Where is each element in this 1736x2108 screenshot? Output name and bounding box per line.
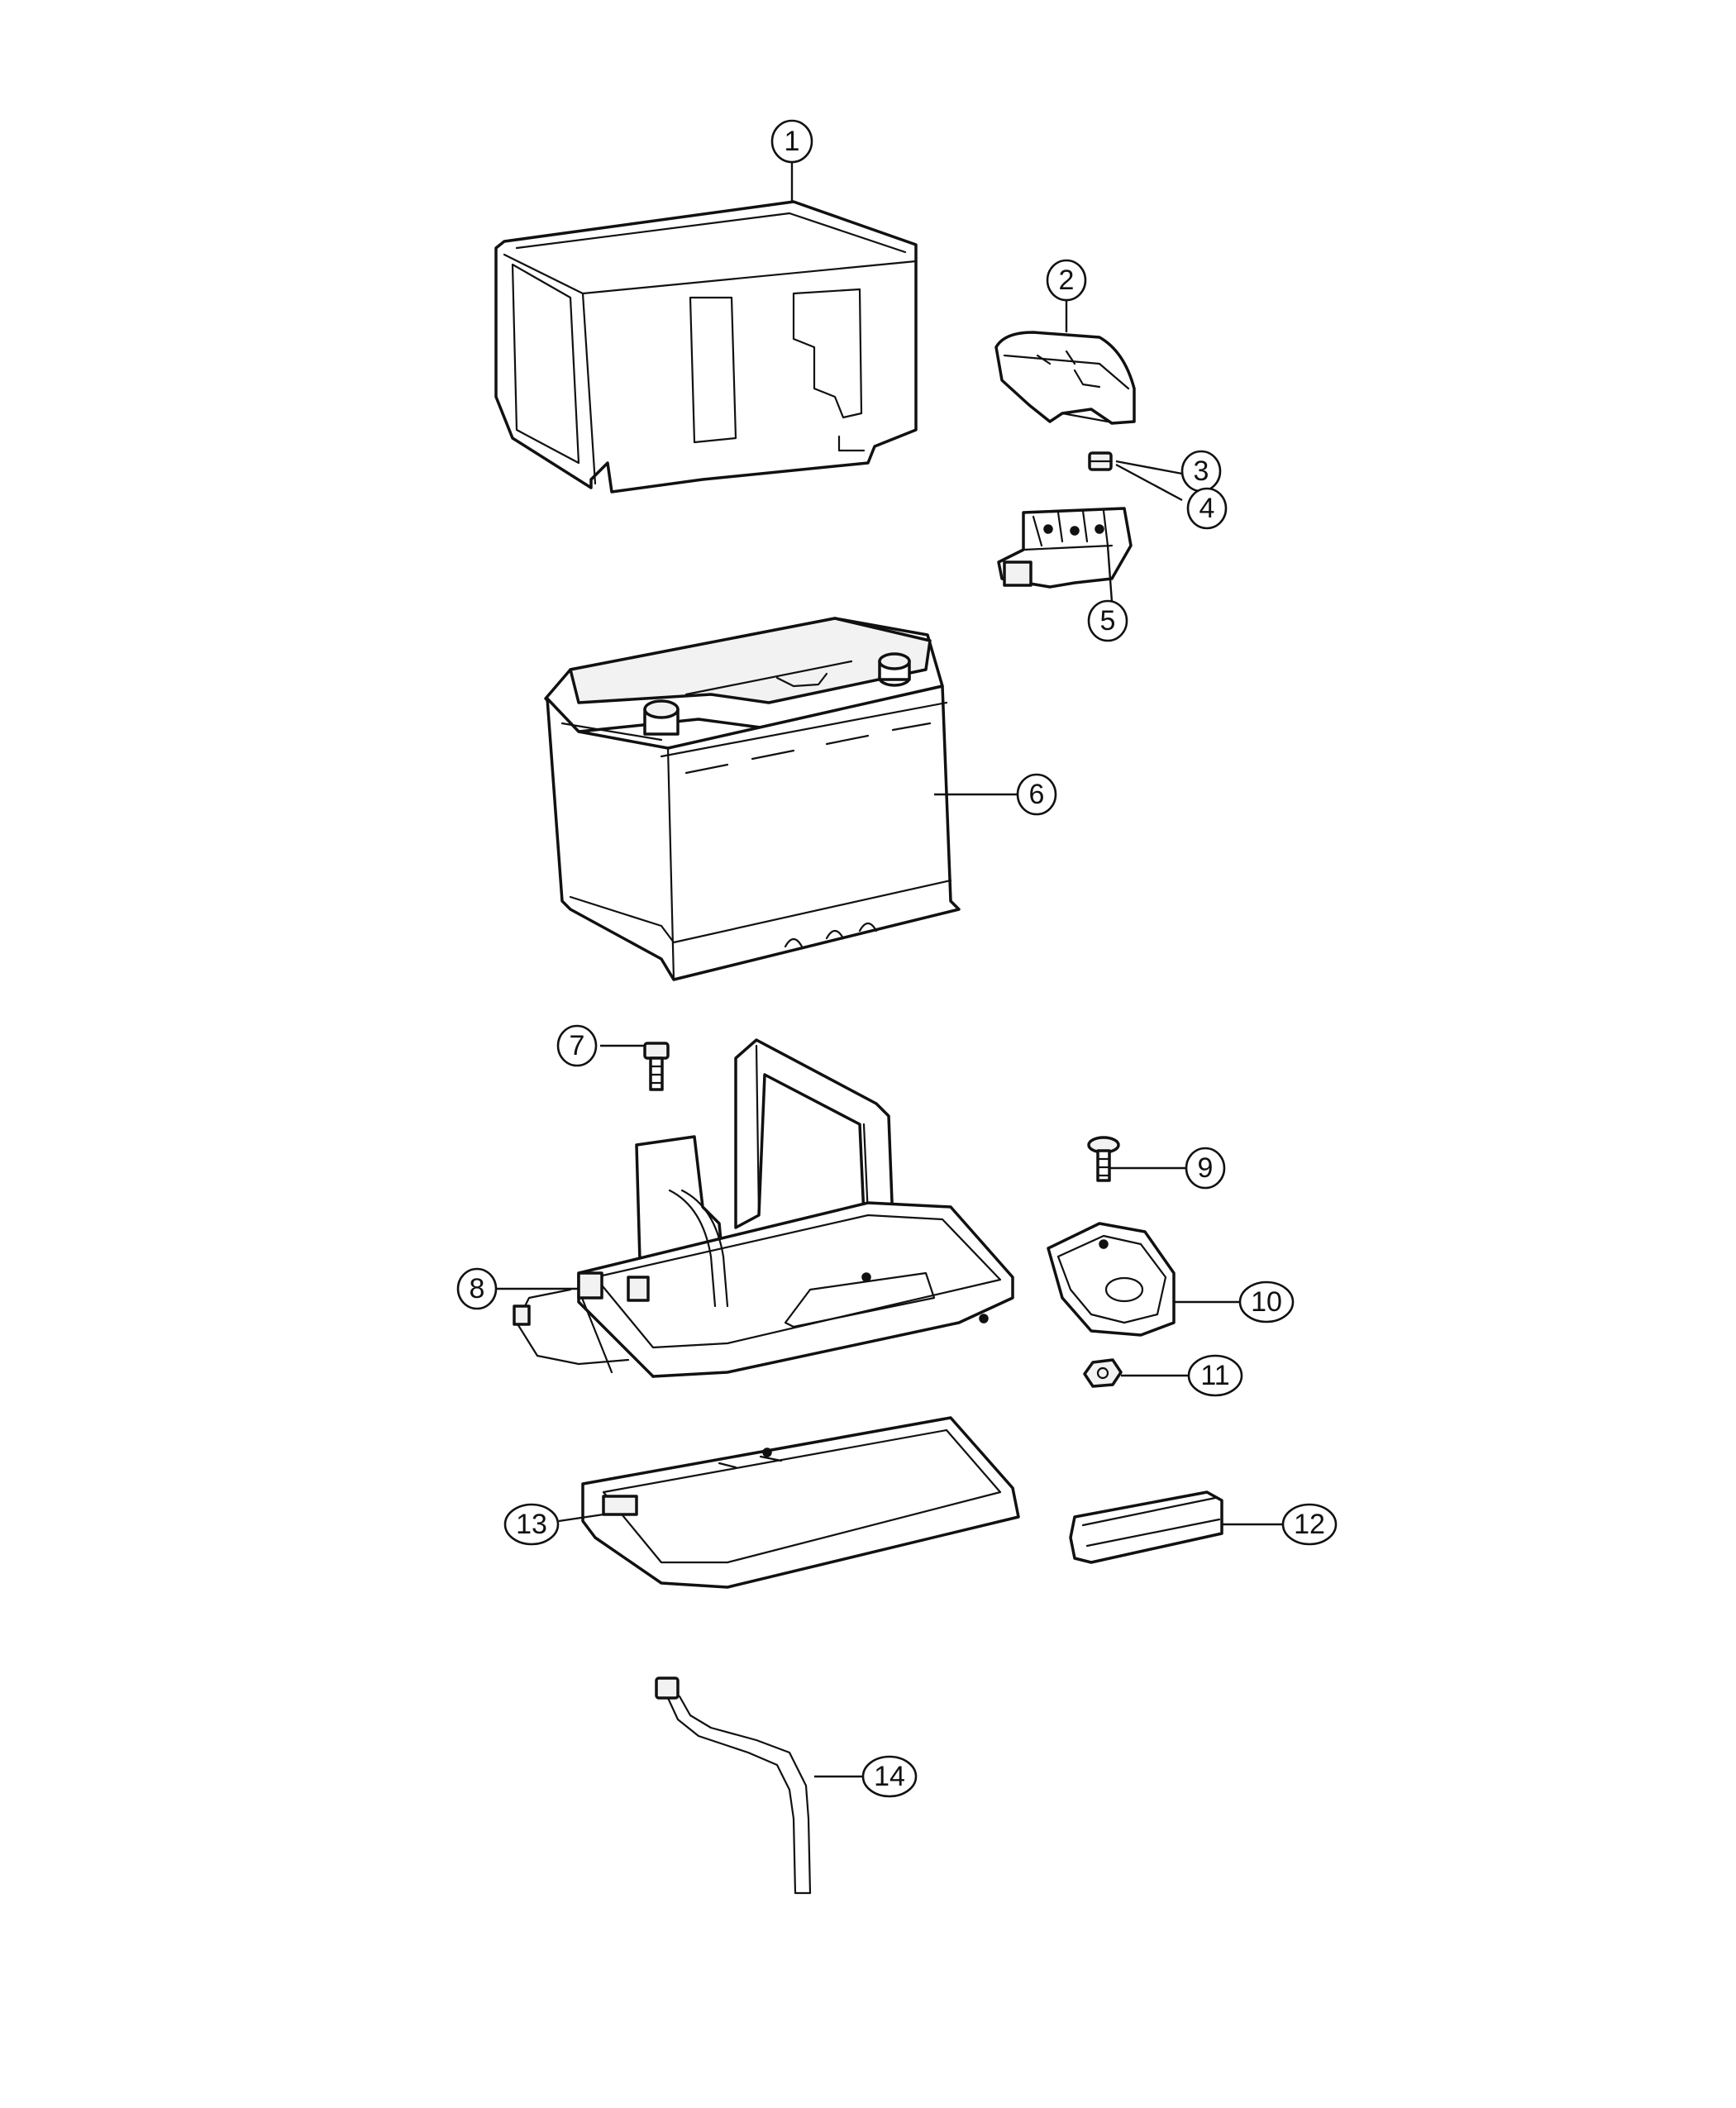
callout-circle [861,1755,918,1798]
callout-7: 7 [556,1024,598,1067]
part-13-lower-tray [581,1416,1020,1589]
callout-13: 13 [503,1503,560,1546]
part-5-battery-terminal [997,507,1133,589]
callout-circle [456,1267,498,1310]
callout-circle [503,1503,560,1546]
callout-6: 6 [1016,773,1057,816]
callout-14: 14 [861,1755,918,1798]
callout-circle [556,1024,598,1067]
callout-number: 1 [785,126,800,157]
callout-circle [770,119,813,164]
callout-number: 13 [516,1509,547,1540]
part-8-battery-tray-assembly [513,1038,1014,1378]
callout-circle [1238,1281,1295,1323]
part-14-vent-tube [655,1676,812,1895]
callout-12: 12 [1281,1503,1338,1546]
callout-number: 2 [1059,265,1075,296]
callout-circle [1087,599,1128,642]
callout-number: 8 [470,1273,485,1304]
callout-number: 11 [1200,1360,1229,1391]
callout-8: 8 [456,1267,498,1310]
callout-number: 7 [570,1030,585,1061]
part-10-support-bracket [1047,1222,1176,1337]
callout-3: 3 [1180,450,1222,493]
part-1-battery-insulator [494,200,918,494]
callout-number: 6 [1029,779,1045,810]
part-11-nut [1083,1358,1123,1388]
part-2-terminal-cover [994,331,1136,425]
callout-circle [1187,1354,1243,1397]
part-7-bolt [643,1042,670,1091]
callout-number: 12 [1294,1509,1325,1540]
callout-number: 4 [1199,493,1215,524]
callout-circle [1185,1147,1226,1190]
part-9-bolt [1087,1136,1120,1182]
callout-5: 5 [1087,599,1128,642]
callout-2: 2 [1046,259,1087,302]
part-12-trim-cover [1069,1490,1223,1564]
leader-lines [496,162,1284,1778]
callout-4: 4 [1186,487,1228,530]
callout-number: 5 [1100,605,1116,637]
callout-number: 3 [1194,455,1209,487]
callout-circle [1046,259,1087,302]
part-3-4-terminal-nut [1088,451,1113,471]
callout-10: 10 [1238,1281,1295,1323]
callout-circle [1016,773,1057,816]
callout-number: 10 [1251,1286,1282,1318]
callout-9: 9 [1185,1147,1226,1190]
callout-circle [1281,1503,1338,1546]
callout-number: 9 [1198,1152,1214,1184]
callout-11: 11 [1187,1354,1243,1397]
part-6-battery [544,617,961,981]
callout-1: 1 [770,119,813,164]
callout-circle [1186,487,1228,530]
callout-number: 14 [874,1761,905,1792]
